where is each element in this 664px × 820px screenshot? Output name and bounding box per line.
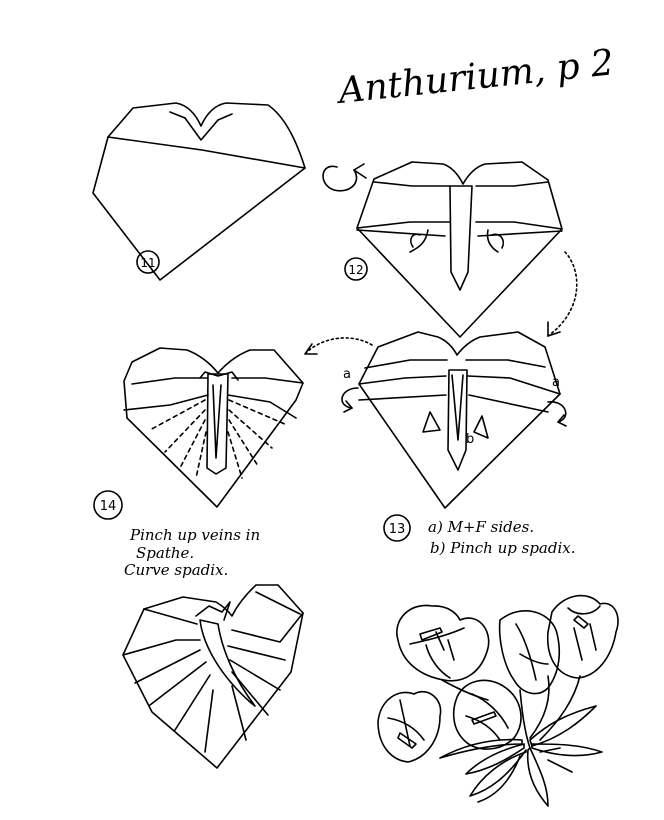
step-13-caption-line-1: a) M+F sides. [428, 518, 534, 536]
step-13-number-circle [383, 514, 411, 542]
step-14-caption-line-3: Curve spadix. [124, 561, 228, 579]
step-11-number-circle [136, 250, 160, 274]
step-14-number: 14 [100, 499, 117, 514]
step-13-number: 13 [389, 522, 406, 537]
fold-arrow-icon [547, 251, 578, 337]
mountain-fold-arrow-icon [341, 387, 567, 427]
label-a-left: a [343, 367, 351, 382]
turn-over-arrow-icon [322, 163, 367, 192]
step-12-number: 12 [348, 263, 363, 277]
label-a-right: a [552, 375, 560, 390]
step-14-caption-line-1: Pinch up veins in [129, 526, 260, 544]
step-12-diagram [356, 161, 563, 338]
step-13-caption-line-2: b) Pinch up spadix. [430, 539, 576, 557]
step-14-number-circle [93, 490, 123, 520]
finished-model-diagram [122, 584, 304, 769]
label-b: b [466, 432, 474, 447]
step-11-number: 11 [140, 256, 155, 270]
anthurium-plant-illustration [377, 594, 619, 807]
page-title: Anthurium, p 2 [334, 42, 616, 112]
step-11-diagram [92, 102, 306, 281]
fold-arrow-icon [304, 337, 373, 355]
step-14-diagram [123, 347, 304, 508]
step-13-diagram [358, 331, 561, 509]
step-12-number-circle [344, 257, 368, 281]
step-14-caption-line-2: Spathe. [136, 544, 194, 562]
